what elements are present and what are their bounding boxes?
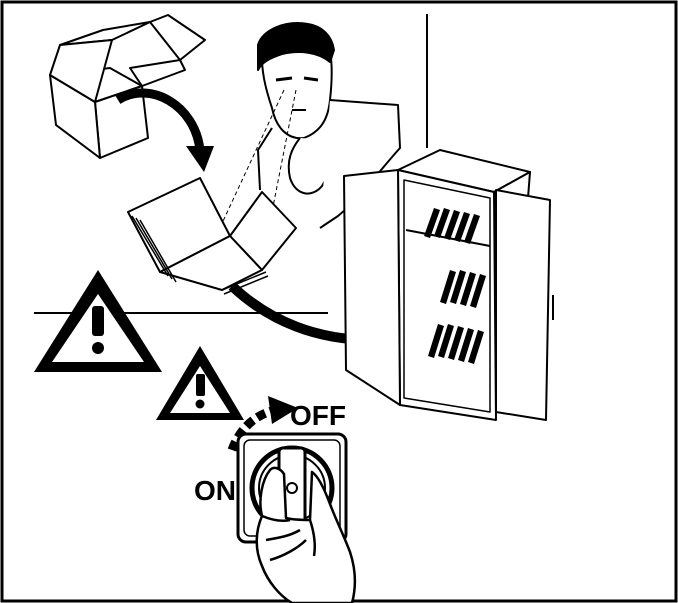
off-label: OFF <box>290 400 346 431</box>
on-label: ON <box>194 475 236 506</box>
